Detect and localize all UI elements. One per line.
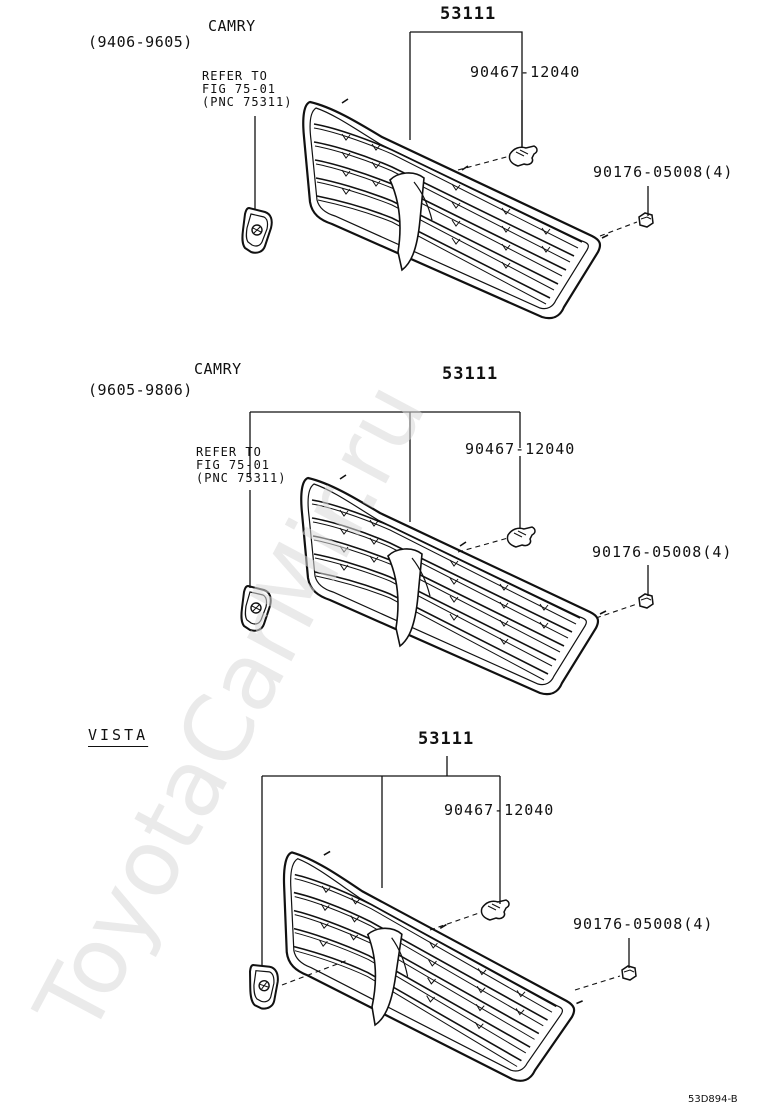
- section-3-drawing: [245, 756, 637, 1085]
- section-2-part-clip: 90467-12040: [465, 440, 576, 458]
- figure-code: 53D894-B: [688, 1094, 738, 1105]
- section-2-model: CAMRY: [194, 360, 242, 378]
- section-1-refer-line2: FIG 75-01: [202, 82, 277, 96]
- section-1-period: (9406-9605): [88, 33, 193, 51]
- section-2-refer-line2: FIG 75-01: [196, 458, 271, 472]
- section-3-part-nut: 90176-05008(4): [573, 915, 714, 933]
- section-1-part-nut: 90176-05008(4): [593, 163, 734, 181]
- section-2-refer-line1: REFER TO: [196, 445, 262, 459]
- section-2-refer-line3: (PNC 75311): [196, 471, 287, 485]
- section-2-period: (9605-9806): [88, 381, 193, 399]
- section-1-drawing: [241, 31, 654, 320]
- section-2-drawing: [240, 411, 654, 696]
- section-1-refer-line3: (PNC 75311): [202, 95, 293, 109]
- section-2-part-nut: 90176-05008(4): [592, 543, 733, 561]
- section-3-model: VISTA: [88, 726, 149, 744]
- section-3-part-main: 53111: [418, 729, 475, 749]
- section-1-part-clip: 90467-12040: [470, 63, 581, 81]
- section-1-model: CAMRY: [208, 17, 256, 35]
- section-3-part-clip: 90467-12040: [444, 801, 555, 819]
- section-2-part-main: 53111: [442, 364, 499, 384]
- section-1-part-main: 53111: [440, 4, 497, 24]
- section-1-refer-line1: REFER TO: [202, 69, 268, 83]
